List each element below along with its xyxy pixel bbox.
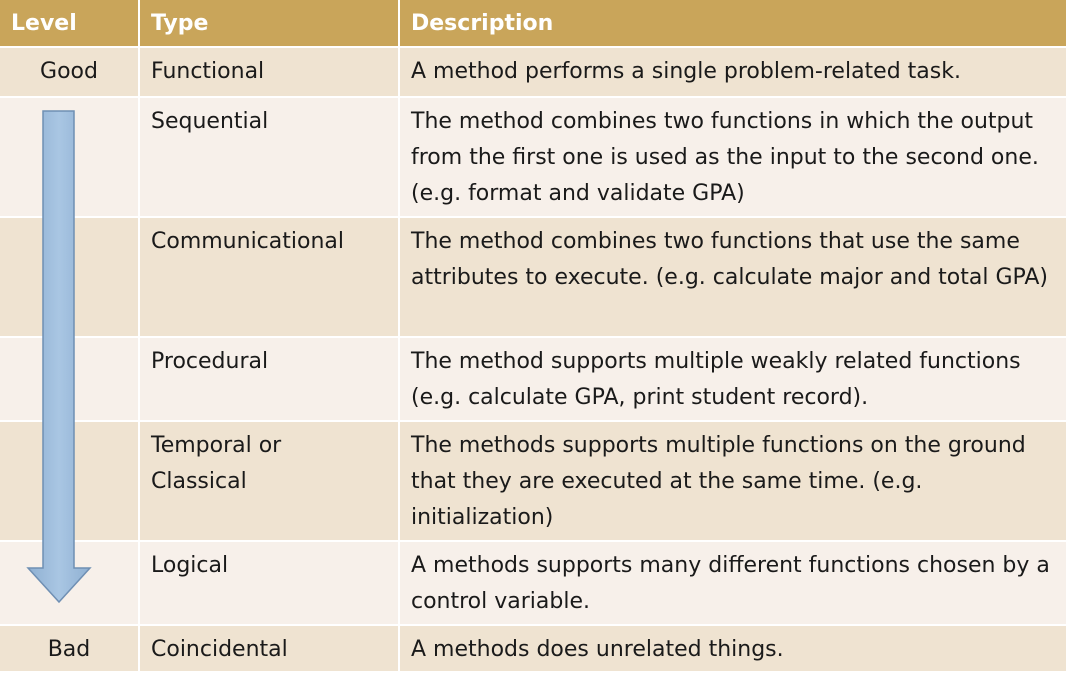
description-cell: A method performs a single problem-relat… — [400, 48, 1066, 98]
header-level: Level — [0, 0, 140, 48]
description-cell: The methods supports multiple functions … — [400, 422, 1066, 542]
table-row: Temporal or Classical The methods suppor… — [0, 422, 1066, 542]
down-arrow-icon — [26, 110, 92, 604]
table-header-row: Level Type Description — [0, 0, 1066, 48]
description-cell: A methods supports many different functi… — [400, 542, 1066, 626]
table-row: Sequential The method combines two funct… — [0, 98, 1066, 218]
header-type: Type — [140, 0, 400, 48]
level-cell: Good — [0, 48, 140, 98]
type-cell: Coincidental — [140, 626, 400, 673]
type-cell: Procedural — [140, 338, 400, 422]
header-description: Description — [400, 0, 1066, 48]
type-cell: Logical — [140, 542, 400, 626]
description-cell: The method supports multiple weakly rela… — [400, 338, 1066, 422]
description-cell: The method combines two functions that u… — [400, 218, 1066, 338]
description-cell: A methods does unrelated things. — [400, 626, 1066, 673]
level-cell: Bad — [0, 626, 140, 673]
table-row: Communicational The method combines two … — [0, 218, 1066, 338]
type-cell: Functional — [140, 48, 400, 98]
description-cell: The method combines two functions in whi… — [400, 98, 1066, 218]
type-cell: Temporal or Classical — [140, 422, 400, 542]
table-row: Procedural The method supports multiple … — [0, 338, 1066, 422]
table-row: Good Functional A method performs a sing… — [0, 48, 1066, 98]
type-cell: Sequential — [140, 98, 400, 218]
table-row: Bad Coincidental A methods does unrelate… — [0, 626, 1066, 673]
table-row: Logical A methods supports many differen… — [0, 542, 1066, 626]
type-cell: Communicational — [140, 218, 400, 338]
